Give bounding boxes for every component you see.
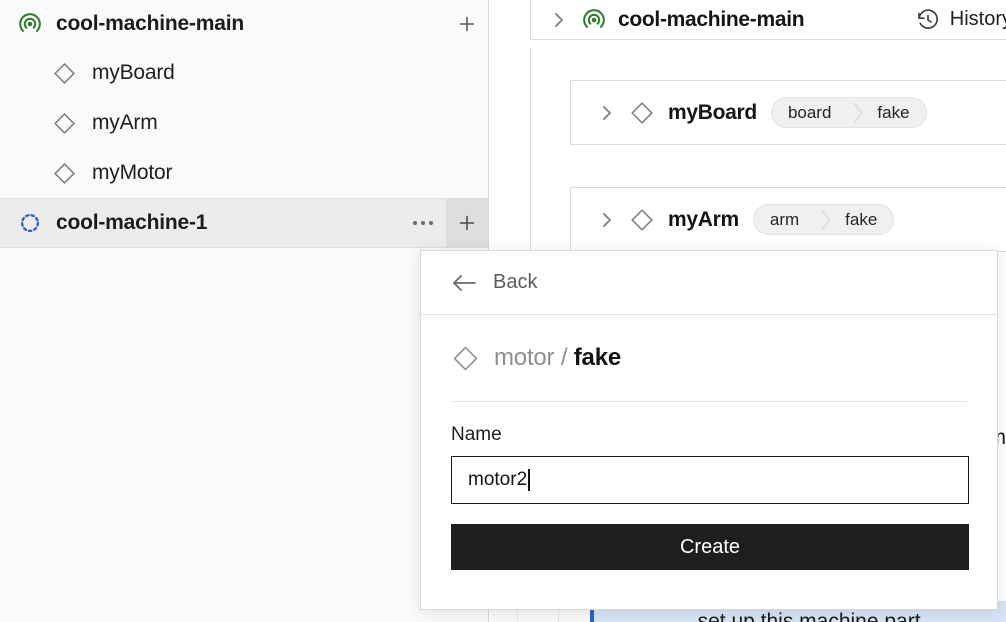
modal-divider <box>451 401 967 402</box>
part-card-myarm[interactable]: myArm arm fake <box>570 187 1006 252</box>
machine-header-title: cool-machine-main <box>618 7 805 31</box>
diamond-part-icon <box>628 204 656 236</box>
sidebar-item-myboard[interactable]: myBoard <box>0 48 488 98</box>
sidebar-item-label: myMotor <box>92 161 173 184</box>
machine-signal-icon <box>580 4 608 36</box>
history-button[interactable]: History <box>916 8 1006 32</box>
modal-back-button[interactable]: Back <box>421 251 997 315</box>
part-type-badge: board fake <box>770 97 927 128</box>
part-name-label: myArm <box>668 207 739 231</box>
dashed-circle-pending-icon <box>14 207 46 239</box>
sidebar-item-cool-machine-main[interactable]: cool-machine-main <box>0 0 488 48</box>
badge-model-label: fake <box>845 209 878 229</box>
chevron-right-icon[interactable] <box>601 211 614 229</box>
info-banner-text: set up this machine part. <box>697 610 927 622</box>
sidebar-selected-label: cool-machine-1 <box>56 211 208 234</box>
badge-chevron-divider-icon <box>847 98 861 127</box>
history-label: History <box>949 8 1006 30</box>
modal-heading-model: fake <box>573 344 622 371</box>
chevron-right-icon[interactable] <box>553 11 566 29</box>
badge-api-label: arm <box>769 209 800 229</box>
sidebar-item-label: myBoard <box>92 61 175 84</box>
part-name-label: myBoard <box>668 100 757 124</box>
name-field-label: Name <box>451 424 502 445</box>
sidebar-item-label: myArm <box>92 111 158 134</box>
diamond-part-icon <box>451 344 480 373</box>
modal-heading-text: motor / fake <box>494 344 621 372</box>
sidebar-item-mymotor[interactable]: myMotor <box>0 148 488 198</box>
badge-api-label: board <box>787 102 832 122</box>
diamond-part-icon <box>628 97 656 129</box>
sidebar-more-options-button[interactable] <box>400 199 446 248</box>
part-card-myboard[interactable]: myBoard board fake <box>570 80 1006 145</box>
sidebar-item-myarm[interactable]: myArm <box>0 98 488 148</box>
diamond-part-icon <box>48 107 80 139</box>
sidebar-add-part-button[interactable] <box>446 198 488 248</box>
machine-tree-sidebar: cool-machine-main myBoard <box>0 0 489 622</box>
sidebar-root-add-button[interactable] <box>446 0 488 49</box>
diamond-part-icon <box>48 157 80 189</box>
sidebar-item-cool-machine-1[interactable]: cool-machine-1 <box>0 198 488 248</box>
badge-chevron-divider-icon <box>815 205 829 234</box>
name-input[interactable]: motor2 <box>451 456 969 504</box>
create-button[interactable]: Create <box>451 524 969 570</box>
modal-heading-api: motor <box>494 344 555 371</box>
chevron-right-icon[interactable] <box>601 104 614 122</box>
modal-heading-separator: / <box>560 344 568 371</box>
arrow-left-icon <box>451 272 477 294</box>
create-part-modal: Back motor / fake Name motor2 <box>420 250 998 610</box>
text-caret <box>528 469 530 491</box>
clock-rewind-icon <box>916 8 940 32</box>
name-input-value: motor2 <box>468 469 528 490</box>
machine-header-card[interactable]: cool-machine-main History <box>530 0 1006 40</box>
badge-model-label: fake <box>877 102 910 122</box>
part-type-badge: arm fake <box>752 204 895 235</box>
sidebar-root-label: cool-machine-main <box>56 12 244 35</box>
machine-signal-icon <box>14 8 46 40</box>
diamond-part-icon <box>48 57 80 89</box>
modal-back-label: Back <box>493 271 538 293</box>
modal-heading: motor / fake <box>451 315 967 401</box>
modal-body: motor / fake Name motor2 Create <box>421 315 997 570</box>
